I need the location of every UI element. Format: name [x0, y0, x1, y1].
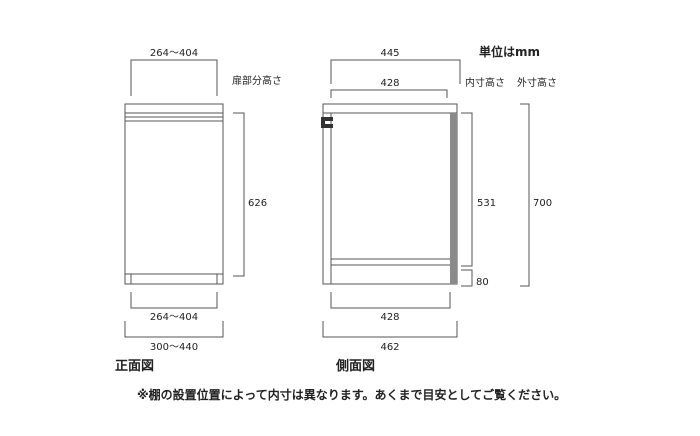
front-top-width-label: 264～404 [150, 48, 198, 59]
side-cabinet-body [322, 103, 458, 285]
front-outer-width-bracket [124, 321, 224, 338]
unit-label: 単位はmm [479, 44, 540, 59]
side-view-title: 側面図 [335, 358, 375, 374]
side-inner-depth-bottom-bracket [330, 292, 451, 309]
front-inner-width-bracket [130, 292, 218, 309]
side-top-depth-label: 445 [380, 48, 399, 59]
front-door-label: 扉部分高さ [232, 74, 282, 87]
side-inner-height-bracket [461, 112, 473, 267]
side-top-depth-bracket [330, 59, 461, 84]
front-inner-width-label: 264～404 [150, 312, 198, 323]
side-outer-depth-bracket [322, 321, 458, 338]
side-inner-depth-top-label: 428 [380, 78, 399, 89]
front-door-height-label: 626 [248, 198, 267, 209]
side-view [322, 59, 530, 338]
side-back-panel [450, 113, 457, 284]
side-outer-depth-label: 462 [380, 342, 399, 353]
front-outer-width-label: 300～440 [150, 342, 198, 353]
side-handle-icon [321, 117, 333, 128]
footnote: ※棚の設置位置によって内寸は異なります。あくまで目安としてご覧ください。 [137, 387, 566, 402]
front-door-height-bracket [233, 112, 245, 277]
side-plinth-height-label: 80 [476, 277, 489, 288]
front-cabinet-body [124, 103, 224, 285]
front-top-width-bracket [130, 59, 218, 96]
side-inner-depth-bottom-label: 428 [380, 312, 399, 323]
side-plinth-bracket [461, 269, 473, 287]
inner-height-heading: 内寸高さ [465, 76, 505, 89]
side-inner-height-label: 531 [477, 198, 496, 209]
side-inner-depth-top-bracket [330, 89, 448, 98]
front-view-title: 正面図 [115, 359, 154, 374]
side-outer-height-label: 700 [533, 198, 552, 209]
front-view [124, 59, 245, 338]
side-outer-height-bracket [520, 103, 530, 287]
outer-height-heading: 外寸高さ [517, 76, 557, 89]
